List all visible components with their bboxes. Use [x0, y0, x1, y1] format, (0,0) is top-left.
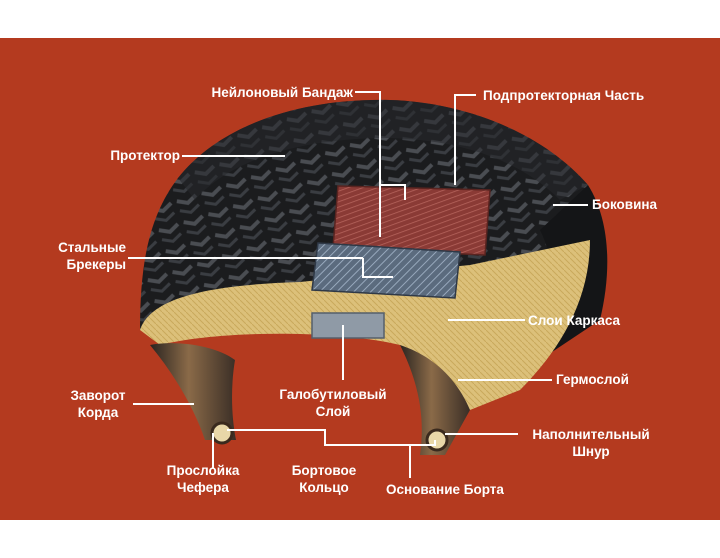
- label-cord-turnup-line2: Корда: [77, 405, 119, 420]
- label-steel-belts-line2: Брекеры: [66, 257, 127, 272]
- label-bead-filler: Наполнительный Шнур: [520, 426, 662, 460]
- label-tread: Протектор: [110, 148, 180, 163]
- label-halobutyl-line1: Галобутиловый: [279, 387, 387, 402]
- bead-right: [425, 428, 449, 452]
- label-carcass-plies: Слои Каркаса: [528, 313, 621, 328]
- label-chafer-line2: Чефера: [177, 480, 229, 495]
- label-halobutyl-line2: Слой: [315, 404, 351, 419]
- label-steel-belts: Стальные Брекеры: [20, 239, 126, 273]
- label-inner-liner: Гермослой: [556, 372, 629, 387]
- inner-liner-left: [150, 343, 236, 440]
- label-bead-base: Основание Борта: [386, 482, 504, 497]
- label-cord-turnup: Заворот Корда: [58, 387, 138, 421]
- label-bead-ring-line1: Бортовое: [291, 463, 357, 478]
- inner-liner-right: [400, 345, 470, 455]
- label-halobutyl-layer: Галобутиловый Слой: [263, 386, 403, 420]
- leader-lines: [128, 91, 588, 478]
- label-steel-belts-line1: Стальные: [58, 240, 126, 255]
- label-sidewall: Боковина: [592, 197, 658, 212]
- tire-cross-section-illustration: [128, 91, 608, 478]
- label-bead-ring-line2: Кольцо: [299, 480, 349, 495]
- label-bead-ring: Бортовое Кольцо: [276, 462, 372, 496]
- label-chafer: Прослойка Чефера: [150, 462, 256, 496]
- label-cord-turnup-line1: Заворот: [70, 388, 126, 403]
- belt-cutaway: [311, 185, 491, 339]
- label-chafer-line1: Прослойка: [166, 463, 240, 478]
- label-undertread: Подпротекторная Часть: [483, 88, 645, 103]
- bead-left: [210, 421, 234, 445]
- label-bead-filler-line1: Наполнительный: [532, 427, 650, 442]
- label-bead-filler-line2: Шнур: [572, 444, 610, 459]
- label-nylon-cap: Нейлоновый Бандаж: [211, 85, 354, 100]
